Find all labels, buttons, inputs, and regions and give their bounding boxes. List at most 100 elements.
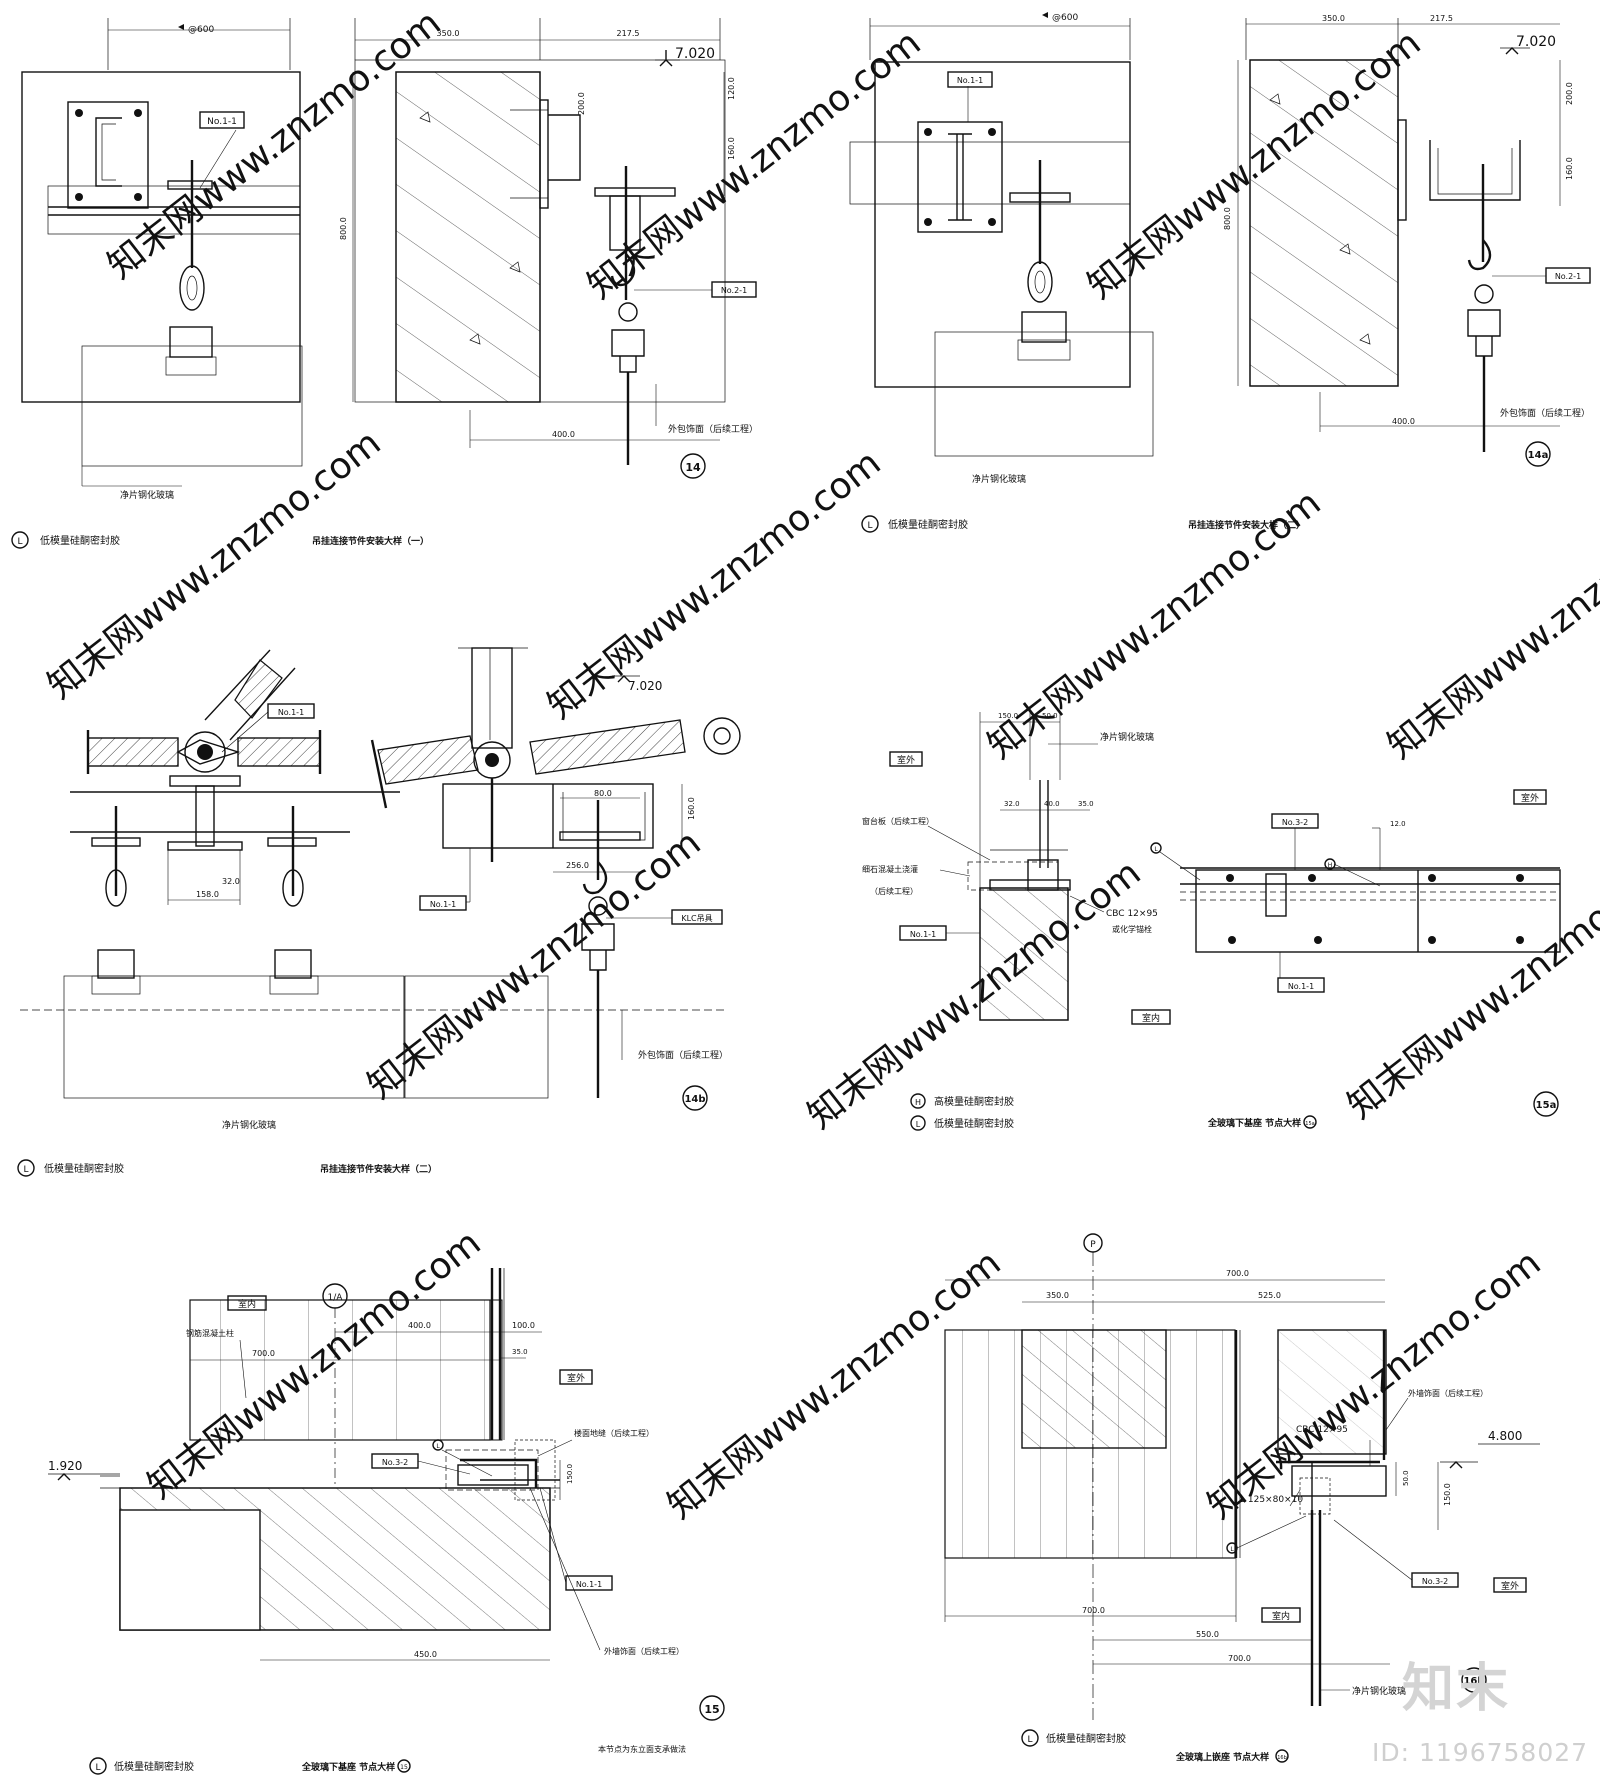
p14-dim-400: 400.0 (552, 430, 575, 439)
p16b-glass-label: 净片钢化玻璃 (1352, 1685, 1406, 1697)
watermark-13: 知末网www.znzmo.com (1200, 1242, 1548, 1527)
p15a-dim-40: 40.0 (1044, 800, 1060, 808)
p15-dim-450: 450.0 (414, 1650, 437, 1659)
p15-tag-2: No.1-1 (576, 1580, 602, 1589)
p14b-dim-158: 158.0 (196, 890, 219, 899)
p16b-elevation: 4.800 (1488, 1429, 1522, 1443)
watermark-2: 知末网www.znzmo.com (580, 22, 928, 307)
panel-15: 1.920 室内 钢筋混凝土柱 1/A 400.0 100.0 700.0 35… (48, 1268, 725, 1775)
p14b-cladding-label: 外包饰面（后续工程） (638, 1049, 728, 1061)
p14b-dim-32: 32.0 (222, 877, 240, 886)
p16b-dim-550: 550.0 (1196, 1630, 1219, 1639)
svg-text:H: H (1328, 862, 1333, 869)
p15a-outside2-label: 室外 (1521, 792, 1539, 804)
p16b-dim-350: 350.0 (1046, 1291, 1069, 1300)
p15a-title-ref: 15a (1305, 1121, 1314, 1127)
p15-wall-label: 外墙饰面（后续工程） (604, 1646, 684, 1656)
p14-dim-217: 217.5 (617, 29, 640, 38)
p14-title: 吊挂连接节件安装大样（一） (312, 535, 429, 547)
p14b-tag-2: No.1-1 (430, 900, 456, 909)
panel-14b: 158.0 32.0 No.1-1 净片钢化玻璃 7.020 80.0 160.… (17, 647, 741, 1177)
p15-dim-35: 35.0 (512, 1348, 528, 1356)
p15a-dim-32: 32.0 (1004, 800, 1020, 808)
p14a-title: 吊挂连接节件安装大样（二） (1188, 519, 1305, 531)
p15a-legend-l-text: 低模量硅酮密封胶 (934, 1117, 1014, 1130)
p16b-anchor-label: CBC 12×95 (1296, 1425, 1348, 1435)
p16b-dim-700-top: 700.0 (1226, 1269, 1249, 1278)
p14-legend-text: 低模量硅酮密封胶 (40, 534, 120, 547)
p14b-callout: 14b (684, 1094, 705, 1105)
watermark-5: 知末网www.znzmo.com (540, 442, 888, 727)
p16b-wall-label: 外墙饰面（后续工程） (1408, 1388, 1488, 1398)
p15-dim-400: 400.0 (408, 1321, 431, 1330)
p15-title-ref: 15 (400, 1764, 408, 1771)
watermark-10: 知末网www.znzmo.com (1340, 842, 1600, 1127)
watermark-9: 知末网www.znzmo.com (800, 852, 1148, 1137)
p14-glass-section (395, 71, 541, 403)
p14a-callout: 14a (1528, 450, 1549, 461)
p15-dim-100: 100.0 (512, 1321, 535, 1330)
p15-note: 本节点为东立面支承做法 (598, 1744, 686, 1754)
p15-elevation: 1.920 (48, 1459, 82, 1473)
p14a-glass-label: 净片钢化玻璃 (972, 473, 1026, 485)
p14-dim-200: 200.0 (577, 92, 586, 115)
p15a-anchor-label: CBC 12×95 (1106, 909, 1158, 919)
p14a-dim-160: 160.0 (1565, 157, 1574, 180)
panel-14: @600 No.1-1 净片钢化玻璃 350.0 217.5 7.020 (11, 18, 758, 549)
p15a-concrete-label: 细石混凝土浇灌 (862, 864, 918, 874)
p15a-concrete-note: （后续工程） (870, 886, 918, 896)
p14b-elevation: 7.020 (628, 679, 662, 693)
p15a-tag-1: No.1-1 (910, 930, 936, 939)
watermark-brand: 知末 (1402, 1659, 1511, 1719)
p15-callout: 15 (704, 1703, 719, 1716)
svg-text:L: L (436, 1443, 440, 1450)
p16b-title-ref: 16b (1277, 1755, 1287, 1761)
p14a-elevation: 7.020 (1516, 34, 1556, 50)
p15a-tag-3: No.1-1 (1288, 982, 1314, 991)
p16b-tag-1: No.3-2 (1422, 1577, 1448, 1586)
p16b-dim-700-bot: 700.0 (1228, 1654, 1251, 1663)
p14a-tag-1: No.1-1 (957, 76, 983, 85)
svg-text:L: L (1230, 1546, 1234, 1553)
p15a-tag-2: No.3-2 (1282, 818, 1308, 827)
p15a-outside-label: 室外 (897, 754, 915, 766)
svg-text:L: L (1154, 846, 1158, 853)
p14a-legend-symbol: L (867, 521, 872, 531)
p14a-dim-200: 200.0 (1565, 82, 1574, 105)
p16b-title: 全玻璃上嵌座 节点大样 (1175, 1751, 1269, 1763)
p14-tag-1: No.1-1 (207, 117, 237, 127)
p16b-dim-150: 150.0 (1443, 1483, 1452, 1506)
p15a-inside-label: 室内 (1142, 1012, 1160, 1024)
p16b-legend-symbol: L (1027, 1735, 1032, 1745)
p14b-dim-160: 160.0 (687, 797, 696, 820)
p15-dim-700: 700.0 (252, 1349, 275, 1358)
p14a-tag-2: No.2-1 (1555, 272, 1581, 281)
watermark-4: 知末网www.znzmo.com (40, 422, 388, 707)
p14a-spacing-note: @600 (1052, 13, 1078, 23)
p15-dim-150: 150.0 (566, 1464, 574, 1484)
p14-dim-160: 160.0 (727, 137, 736, 160)
p14-spacing-note: @600 (188, 25, 214, 35)
panel-14a: @600 No.1-1 净片钢化玻璃 350.0 217.5 7.020 (849, 12, 1591, 533)
p15a-legend-h-symbol: H (915, 1098, 921, 1107)
panel-16b: P 700.0 350.0 525.0 4.800 外墙饰面（后续工程） CBC… (944, 1233, 1540, 1763)
watermark-6: 知末网www.znzmo.com (980, 482, 1328, 767)
p14b-legend-symbol: L (23, 1165, 28, 1175)
p14-callout: 14 (685, 461, 701, 474)
p15-floor-label: 楼面地缝（后续工程） (574, 1428, 654, 1438)
p15a-anchor-note: 或化学锚栓 (1112, 924, 1152, 934)
p16b-dim-700-mid: 700.0 (1082, 1606, 1105, 1615)
p14-plate (67, 101, 149, 209)
p16b-dim-525: 525.0 (1258, 1291, 1281, 1300)
p14-dim-350: 350.0 (437, 29, 460, 38)
p15a-callout: 15a (1536, 1100, 1557, 1111)
p16b-outside-label: 室外 (1501, 1580, 1519, 1592)
p15-legend-text: 低模量硅酮密封胶 (114, 1760, 194, 1773)
p16b-dim-50: 50.0 (1402, 1470, 1410, 1486)
p16b-inside-label: 室内 (1272, 1610, 1290, 1622)
p14b-dim-80: 80.0 (594, 789, 612, 798)
p14b-dim-256: 256.0 (566, 861, 589, 870)
p16b-axis: P (1090, 1240, 1096, 1250)
p14a-legend-text: 低模量硅酮密封胶 (888, 518, 968, 531)
